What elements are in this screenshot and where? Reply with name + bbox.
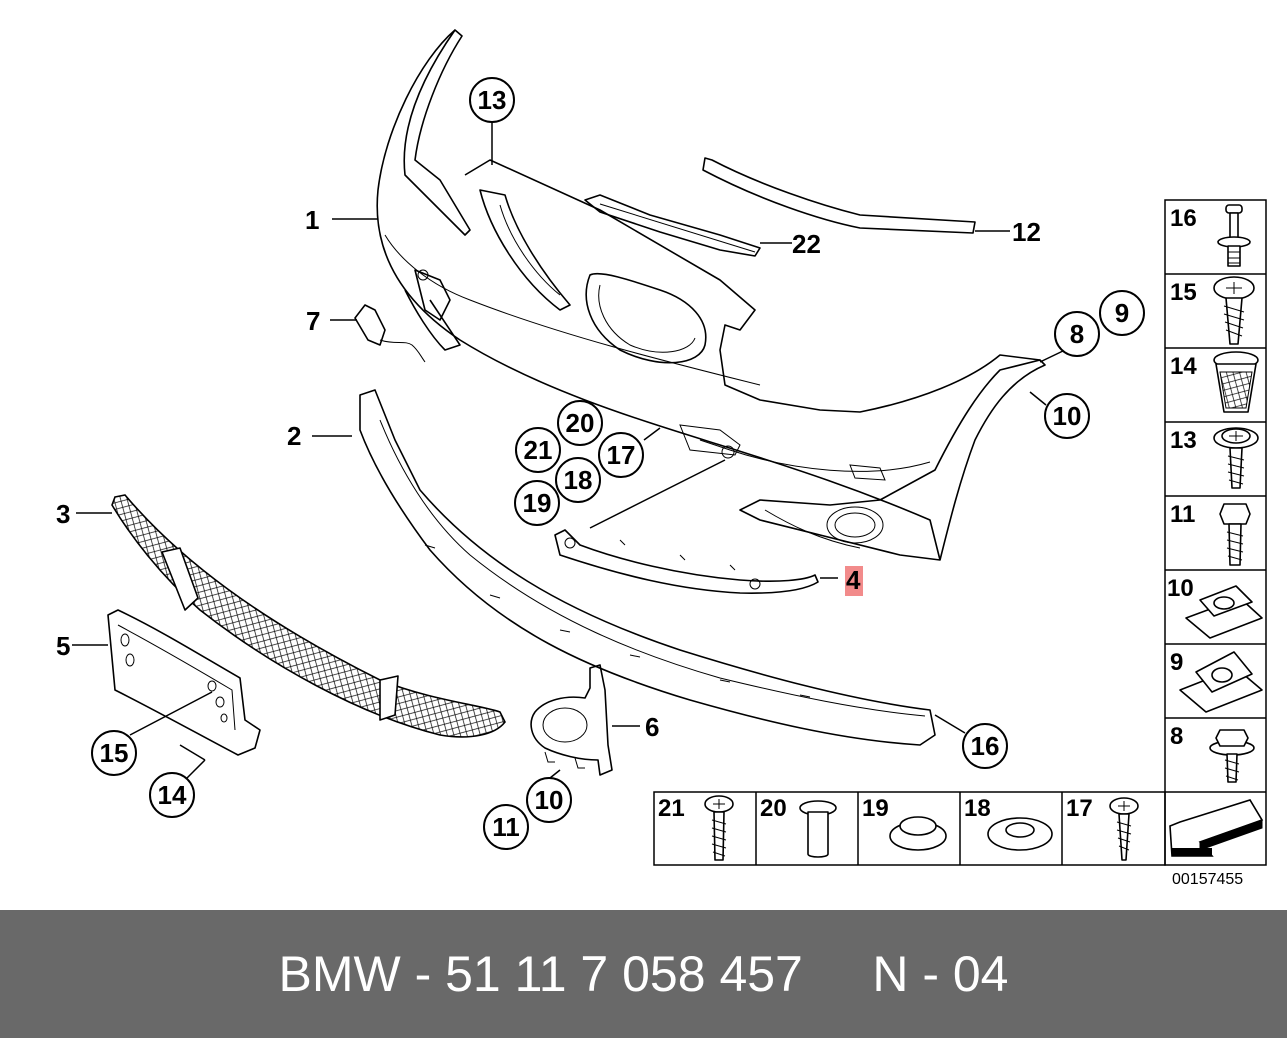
fastener-label-16: 16 (1170, 205, 1197, 232)
callout-22: 22 (792, 229, 821, 259)
expansion-nut-icon (1213, 351, 1259, 413)
fastener-label-17: 17 (1066, 795, 1093, 822)
svg-text:20: 20 (566, 408, 595, 438)
callout-3: 3 (56, 499, 70, 529)
diagram-id: 00157455 (1172, 871, 1244, 888)
licence-plate-base-part (107, 609, 261, 756)
circle-callout-19: 19 (514, 480, 560, 526)
fastener-label-13: 13 (1170, 427, 1197, 454)
svg-text:21: 21 (524, 435, 553, 465)
circle-callout-13: 13 (469, 77, 515, 123)
circle-callout-18: 18 (555, 457, 601, 503)
svg-text:8: 8 (1070, 319, 1084, 349)
highlight-box (845, 566, 863, 596)
bracket-part (584, 194, 761, 257)
fastener-label-14: 14 (1170, 353, 1197, 380)
washer-screw-icon (1213, 427, 1259, 489)
fastener-label-8: 8 (1170, 723, 1183, 750)
svg-text:10: 10 (535, 785, 564, 815)
part-number-caption: BMW - 51 11 7 058 457 N - 04 (278, 946, 1009, 1002)
circle-callout-8: 8 (1054, 311, 1100, 357)
svg-text:14: 14 (158, 780, 187, 810)
clip-icon (1217, 204, 1251, 267)
fastener-label-9: 9 (1170, 649, 1183, 676)
callout-2: 2 (287, 421, 301, 451)
circle-callout-11: 11 (483, 804, 529, 850)
svg-text:17: 17 (607, 440, 636, 470)
footer-bar: BMW - 51 11 7 058 457 N - 04 (0, 910, 1287, 1038)
fastener-label-20: 20 (760, 795, 787, 822)
fastener-label-21: 21 (658, 795, 685, 822)
callout-6: 6 (645, 712, 659, 742)
circle-callout-14: 14 (149, 772, 195, 818)
callout-1: 1 (305, 205, 319, 235)
grommet-icon (889, 816, 947, 851)
direction-arrow-icon (1169, 799, 1264, 857)
screw-icon (1213, 276, 1255, 345)
svg-text:9: 9 (1115, 298, 1129, 328)
circle-callout-10-upper: 10 (1044, 393, 1090, 439)
fastener-label-15: 15 (1170, 279, 1197, 306)
fastener-label-11: 11 (1170, 501, 1195, 528)
diagram-canvas: 1 2 3 5 6 7 12 22 4 13 8 9 10 20 21 17 1… (56, 29, 1267, 866)
svg-text:10: 10 (1053, 401, 1082, 431)
bumper-cover-part (376, 29, 1046, 561)
flange-bolt-icon (1209, 729, 1255, 783)
circle-callout-10-lower: 10 (526, 777, 572, 823)
sensor-bracket-part (354, 304, 426, 363)
circle-callout-16: 16 (962, 723, 1008, 769)
mesh-grille-part (111, 494, 506, 738)
spring-nut-icon (1179, 651, 1263, 713)
clip-nut-icon (1185, 585, 1263, 639)
svg-text:11: 11 (492, 812, 520, 842)
circle-callout-17: 17 (598, 432, 644, 478)
lower-spoiler-part (359, 389, 936, 746)
trim-part-4 (554, 529, 819, 594)
washer-icon (987, 817, 1053, 851)
svg-text:16: 16 (971, 731, 1000, 761)
svg-text:18: 18 (564, 465, 593, 495)
circle-callout-20: 20 (557, 400, 603, 446)
pan-screw-icon (704, 795, 734, 861)
svg-text:15: 15 (100, 738, 129, 768)
circle-callout-21: 21 (515, 427, 561, 473)
fastener-row: 21 20 19 18 17 (653, 791, 1166, 866)
fog-light-frame-part (530, 664, 613, 776)
callout-12: 12 (1012, 217, 1041, 247)
callout-5: 5 (56, 631, 70, 661)
hex-bolt-icon (1219, 503, 1251, 566)
callout-4: 4 (846, 565, 861, 595)
svg-text:19: 19 (523, 488, 552, 518)
leader-lines (72, 118, 1066, 787)
circle-callout-9: 9 (1099, 290, 1145, 336)
svg-text:13: 13 (478, 85, 507, 115)
tapping-screw-icon (1109, 797, 1139, 861)
circle-callout-15: 15 (91, 730, 137, 776)
trim-strip-part (702, 157, 976, 234)
callout-7: 7 (306, 306, 320, 336)
fastener-label-19: 19 (862, 795, 889, 822)
fastener-label-18: 18 (964, 795, 991, 822)
sleeve-icon (799, 800, 837, 858)
fastener-label-10: 10 (1167, 575, 1194, 602)
fastener-column: 16 15 14 13 11 10 9 8 (1164, 199, 1267, 866)
